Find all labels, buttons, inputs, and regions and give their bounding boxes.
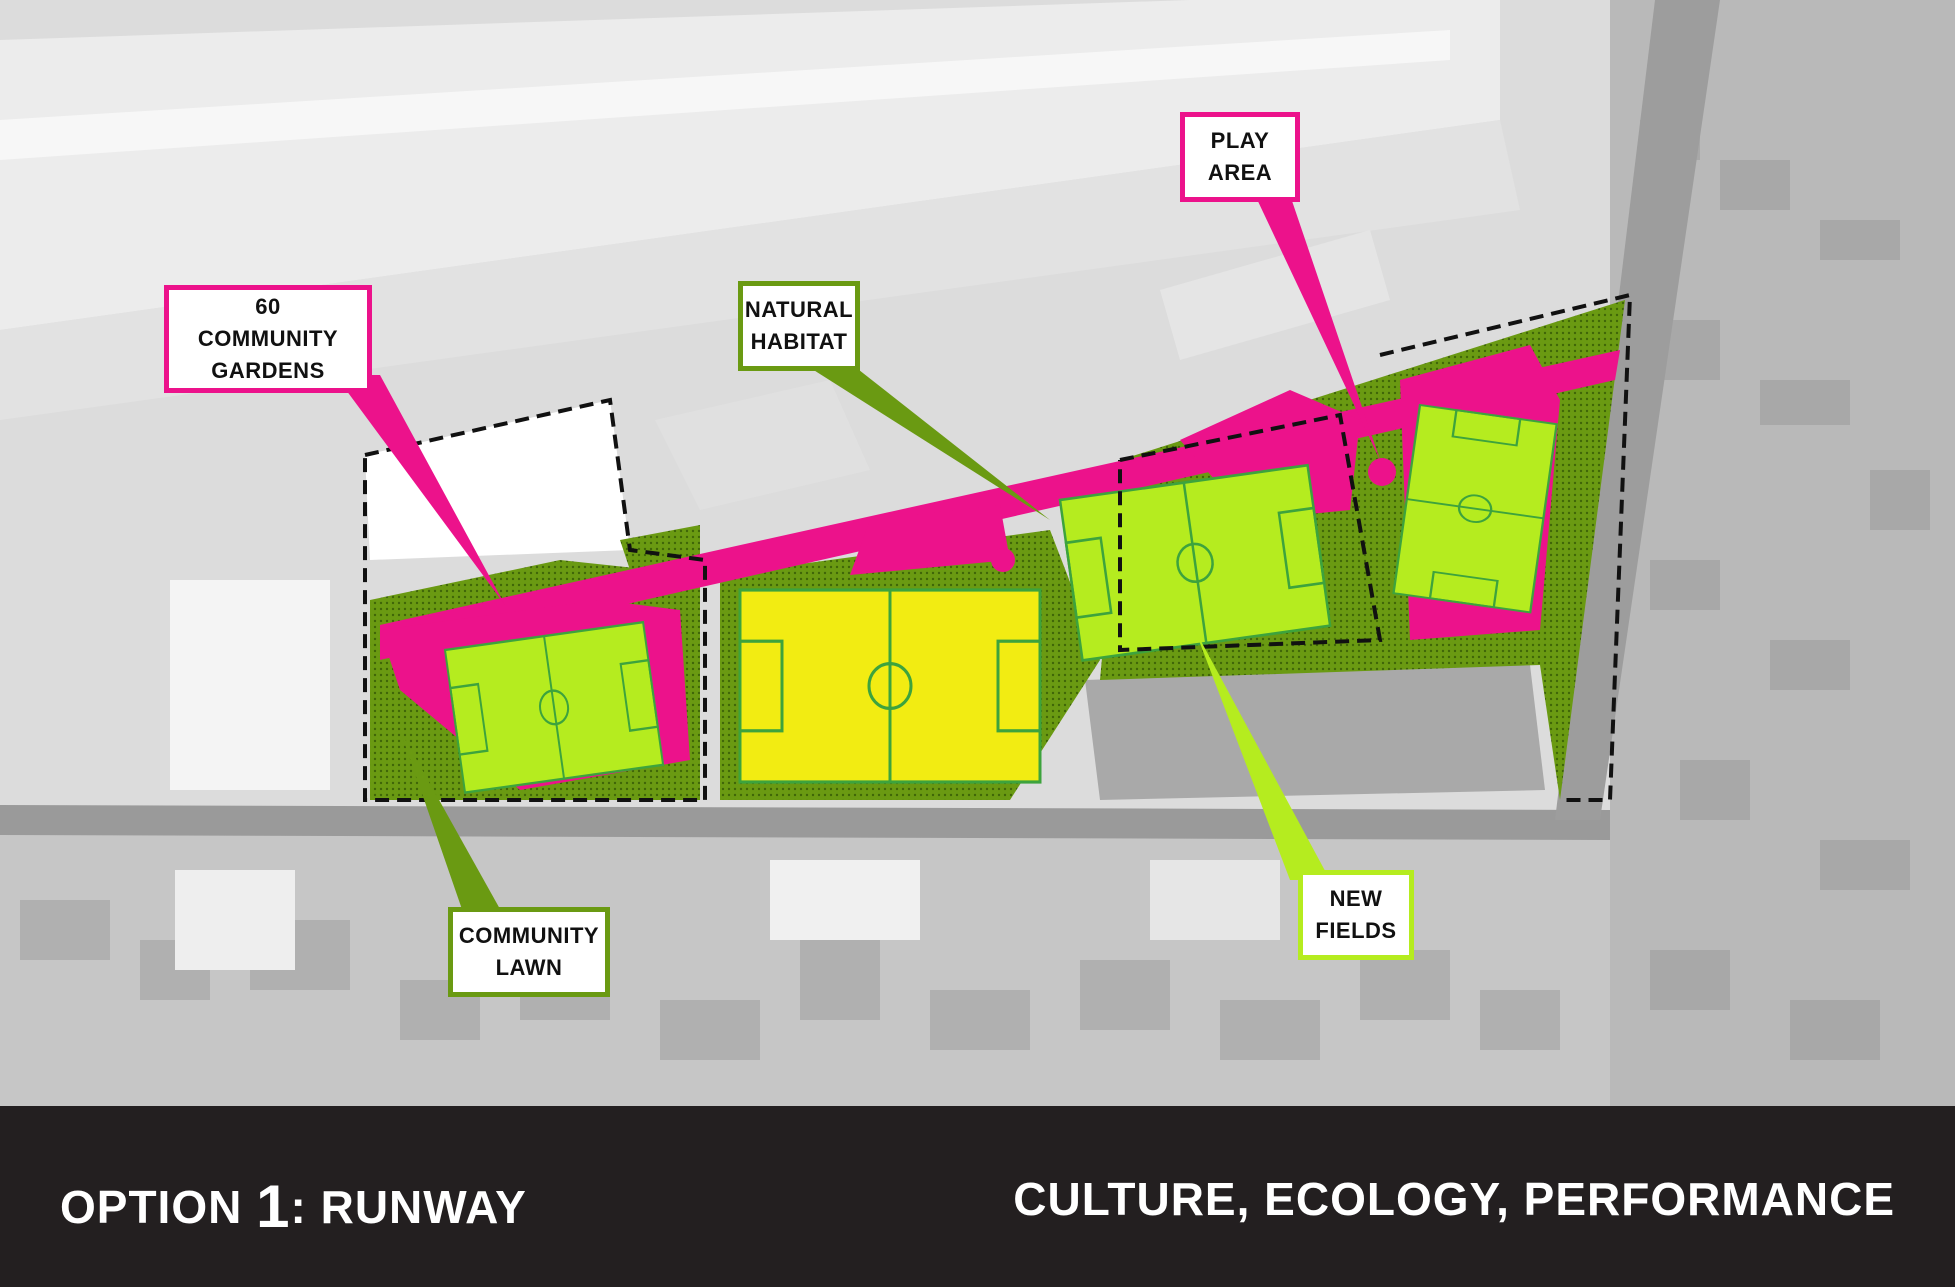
hangar-building <box>655 380 870 510</box>
aerial-site-map <box>0 0 1955 1106</box>
soccer-field-icon <box>1392 403 1558 614</box>
east-road <box>1555 0 1720 820</box>
runway <box>0 0 1500 330</box>
hangar-building-east <box>1160 230 1390 360</box>
pointer-play-area <box>1255 195 1380 460</box>
option-title-prefix: OPTION <box>60 1181 257 1233</box>
building-south-west <box>175 870 295 970</box>
soccer-field-icon <box>1058 463 1332 662</box>
callout-natural-habitat: NATURAL HABITAT <box>738 281 860 371</box>
site-boundary-east <box>1379 292 1633 802</box>
callout-community-lawn: COMMUNITY LAWN <box>448 907 610 997</box>
soccer-field-icon <box>738 588 1042 784</box>
warehouse-building <box>170 580 330 790</box>
soccer-field-icon <box>443 620 665 794</box>
option-title: OPTION 1: RUNWAY <box>60 1172 527 1241</box>
site-boundary-west <box>363 397 707 802</box>
play-area-dot-icon <box>1368 458 1396 486</box>
garden-area <box>365 400 630 560</box>
existing-park <box>1085 665 1545 800</box>
callout-play-area: PLAY AREA <box>1180 112 1300 202</box>
callout-new-fields: NEW FIELDS <box>1298 870 1414 960</box>
pointer-natural-habitat <box>790 355 1050 520</box>
south-road <box>0 805 1610 840</box>
building-south-center <box>770 860 920 940</box>
taxiway <box>0 120 1520 420</box>
pointer-new-fields <box>1195 630 1330 880</box>
site-boundary-center <box>1118 412 1383 653</box>
option-title-suffix: : RUNWAY <box>290 1181 527 1233</box>
pointer-community-gardens <box>335 375 505 605</box>
callout-community-gardens: 60 COMMUNITY GARDENS <box>164 285 372 393</box>
building-south-east <box>1150 860 1280 940</box>
pointer-community-lawn <box>400 730 505 918</box>
tagline: CULTURE, ECOLOGY, PERFORMANCE <box>1013 1173 1895 1225</box>
footer-bar: OPTION 1: RUNWAY CULTURE, ECOLOGY, PERFO… <box>0 1106 1955 1287</box>
runway-centerline <box>0 30 1450 160</box>
option-number: 1 <box>256 1173 291 1240</box>
